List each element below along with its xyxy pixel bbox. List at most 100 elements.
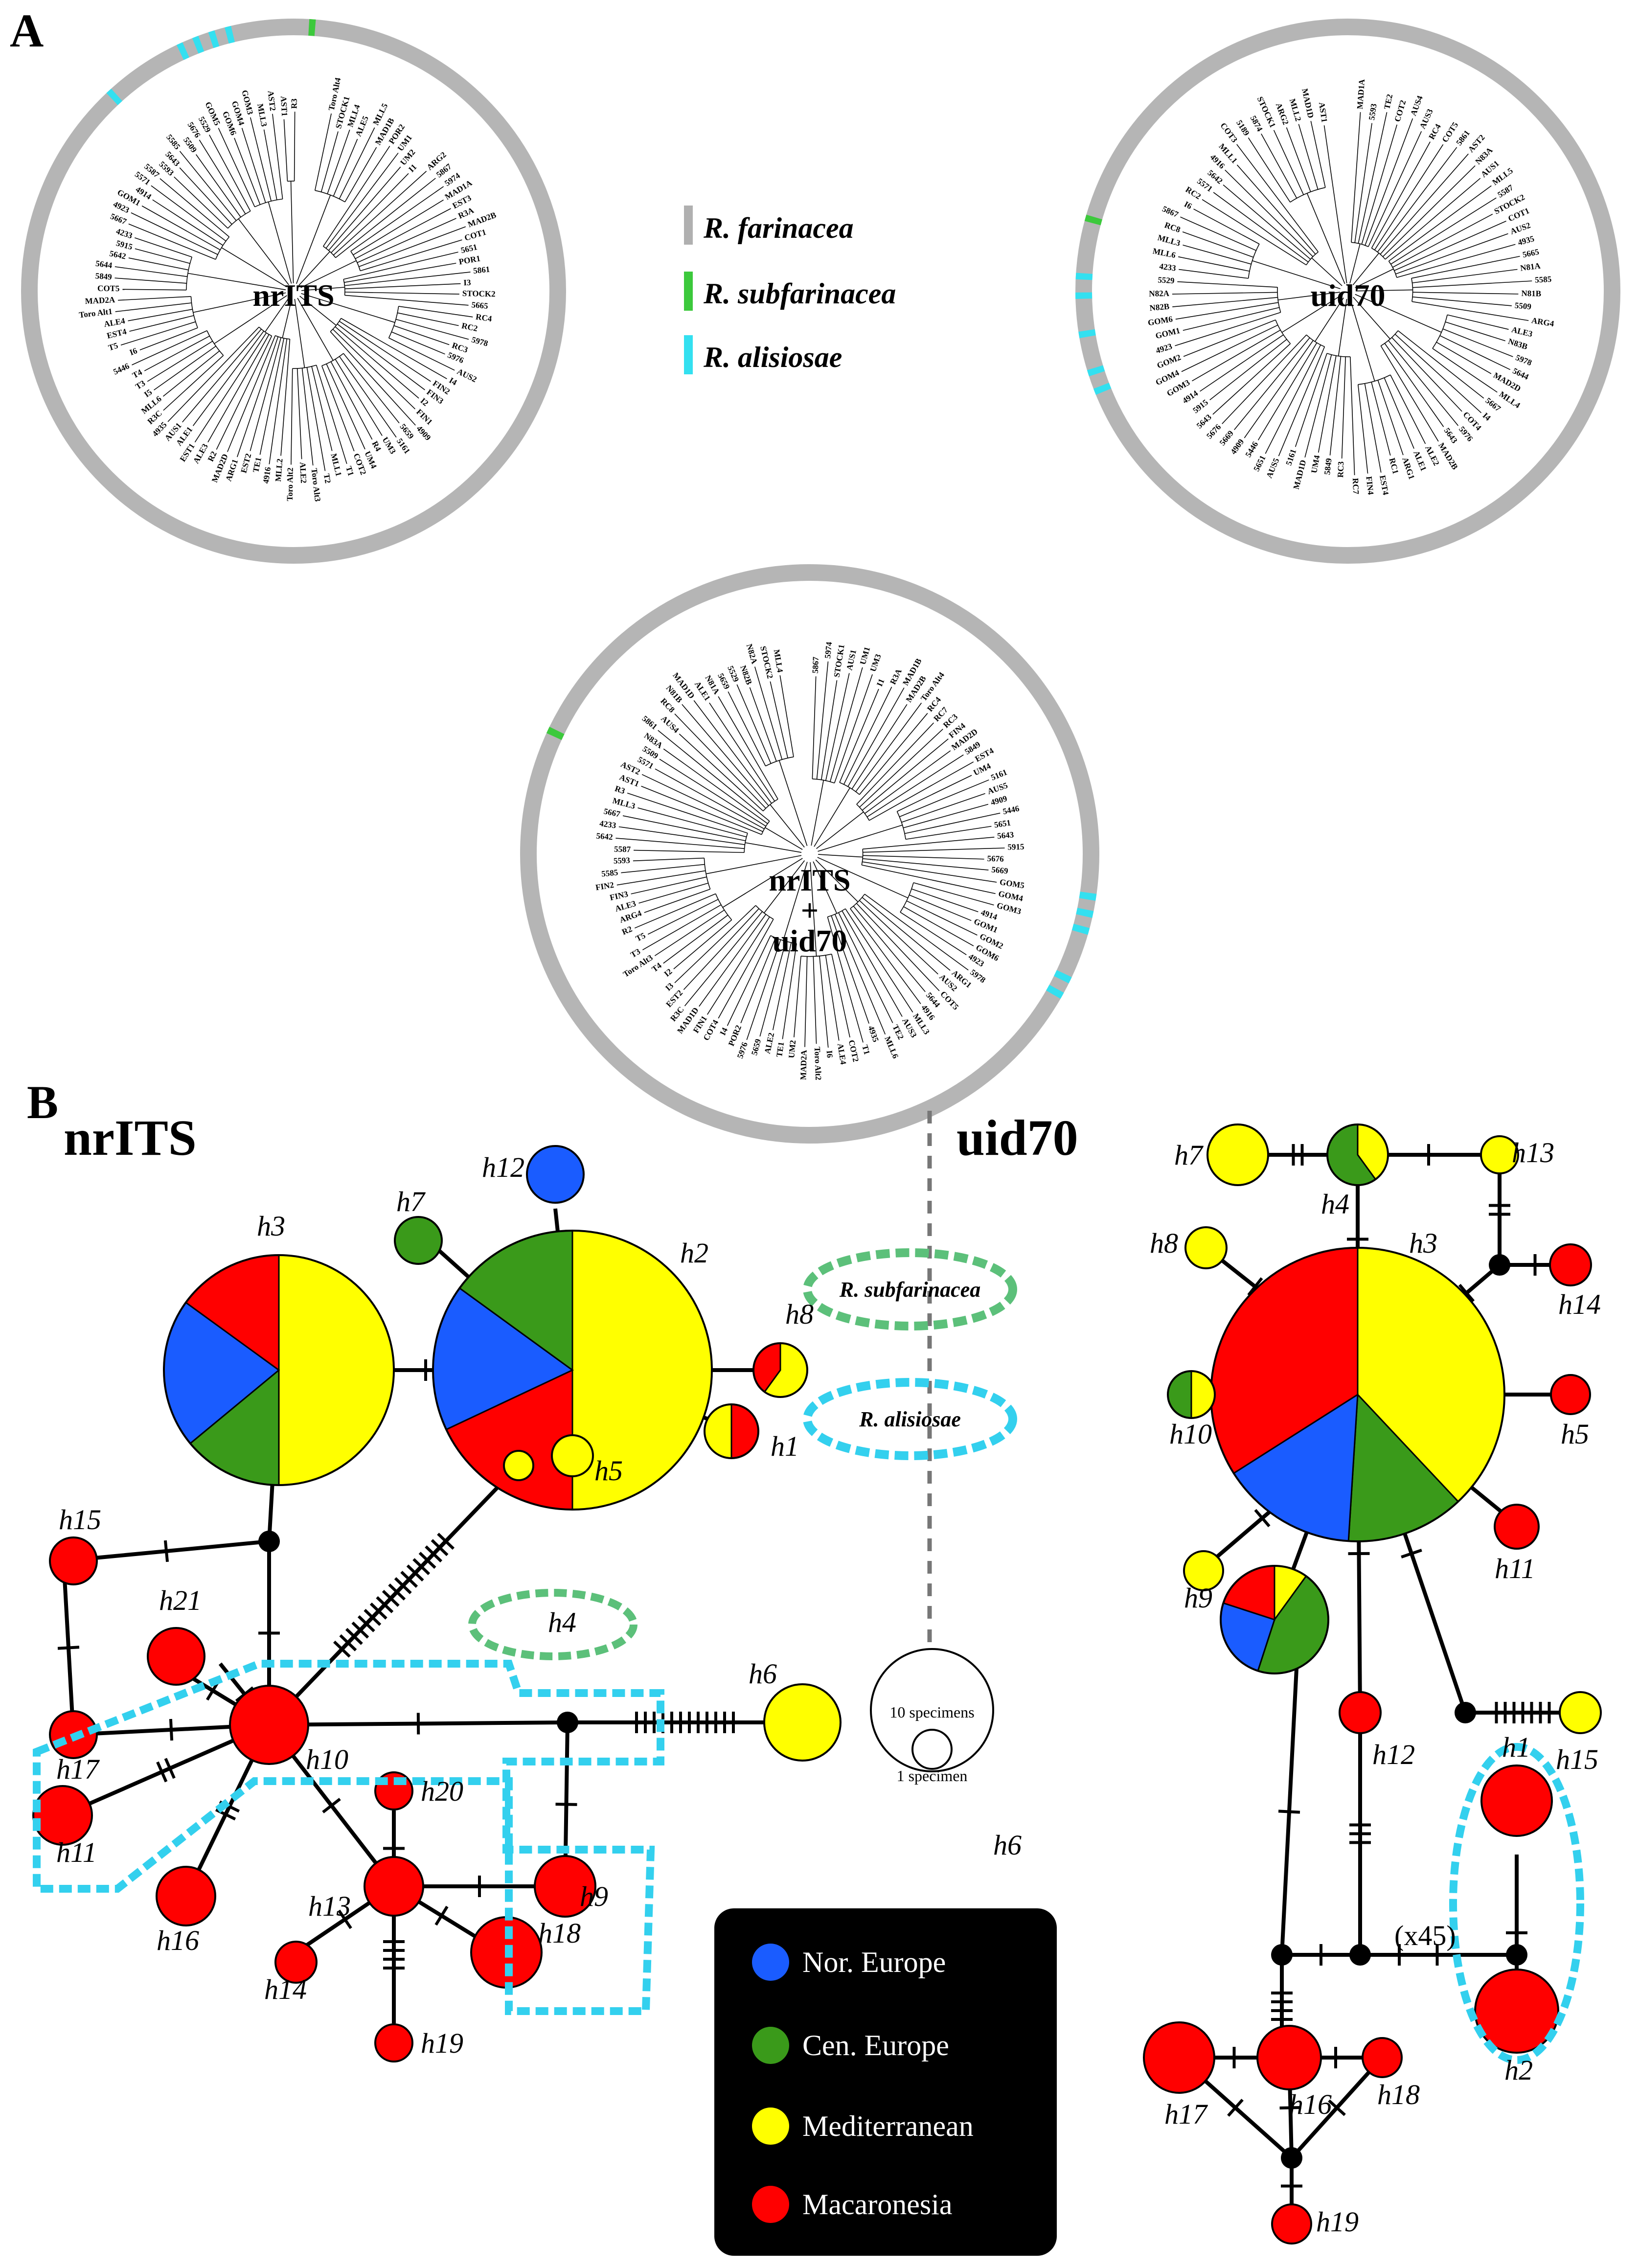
median-vector bbox=[1281, 2147, 1302, 2169]
species-stripe bbox=[1078, 329, 1096, 339]
tree-leaf-label: T1 bbox=[344, 465, 356, 477]
tree-leaf-label: GOM5 bbox=[999, 877, 1025, 890]
tree-leaf-label: COT5 bbox=[97, 284, 120, 293]
haplotype-label: h14 bbox=[1558, 1288, 1601, 1320]
tree-leaf-label: ALE4 bbox=[836, 1043, 848, 1065]
region-legend-box bbox=[714, 1908, 1057, 2256]
tree-leaf-label: 5593 bbox=[613, 855, 630, 865]
haplotype-label: h6 bbox=[749, 1658, 777, 1690]
tree-leaf-label: 5651 bbox=[460, 242, 478, 255]
haplotype-node bbox=[1362, 2037, 1403, 2078]
species-legend: R. farinacea R. subfarinacea R. alisiosa… bbox=[684, 206, 896, 374]
mutation-tick bbox=[434, 1905, 449, 1926]
oval-subfarinacea-label: R. subfarinacea bbox=[839, 1278, 980, 1302]
haplotype-node bbox=[526, 1145, 585, 1204]
tree-leaf-label: GOM6 bbox=[1147, 314, 1173, 327]
tree-leaf-label: ALE3 bbox=[1511, 325, 1534, 339]
median-vector bbox=[557, 1712, 578, 1733]
tree-leaf-label: MLL2 bbox=[1288, 97, 1303, 122]
tree-leaf-label: MLL6 bbox=[1152, 246, 1176, 260]
mutation-tick bbox=[322, 1798, 341, 1813]
tree-leaf-label: AUS5 bbox=[1264, 457, 1281, 480]
species-stripe bbox=[308, 19, 316, 36]
median-vector bbox=[1489, 1254, 1510, 1276]
haplotype-label: h2 bbox=[680, 1237, 708, 1269]
tree-leaf-label: Toro Alt3 bbox=[310, 468, 322, 502]
tree-leaf-label: N82A bbox=[745, 643, 759, 665]
tree-title: + bbox=[801, 893, 819, 928]
tree-leaf-label: RC2 bbox=[1184, 184, 1203, 201]
oval-subfarinacea bbox=[803, 1248, 1017, 1330]
tree-leaf-label: UM4 bbox=[972, 761, 993, 777]
species-stripe bbox=[546, 727, 565, 740]
haplotype-label: h18 bbox=[538, 1917, 581, 1949]
tree-leaf-label: RC3 bbox=[1336, 461, 1345, 478]
mutation-tick bbox=[1328, 2099, 1346, 2116]
tree-leaf-label: 5867 bbox=[811, 656, 820, 673]
mutation-tick bbox=[382, 1590, 400, 1607]
tree-leaf-label: 5976 bbox=[735, 1041, 750, 1059]
species-stripe bbox=[176, 42, 189, 60]
mutation-tick bbox=[333, 1640, 351, 1658]
tree-leaf-label: MLL2 bbox=[273, 458, 285, 482]
mutation-tick bbox=[339, 1634, 357, 1651]
species-ring bbox=[1075, 19, 1620, 564]
tree-leaf-label: RC2 bbox=[461, 321, 478, 333]
tree-leaf-label: AST2 bbox=[266, 90, 277, 112]
haplotype-label: h11 bbox=[56, 1836, 97, 1868]
median-vector bbox=[1455, 1702, 1476, 1723]
species-stripe bbox=[1054, 970, 1072, 984]
region-label-mediterranean: Mediterranean bbox=[802, 2110, 974, 2142]
tree-leaf-label: TE2 bbox=[1382, 93, 1394, 111]
tree-leaf-label: COT1 bbox=[463, 228, 487, 243]
tree-leaf-label: I6 bbox=[128, 346, 138, 357]
haplotype-label: h19 bbox=[421, 2027, 463, 2059]
network-edge bbox=[268, 1464, 520, 1726]
legend-swatch-subfarinacea bbox=[684, 272, 693, 311]
haplotype-node bbox=[1143, 2021, 1215, 2094]
haplotype-label: h13 bbox=[308, 1890, 351, 1922]
tree-leaf-label: T4 bbox=[650, 961, 663, 974]
haplotype-node bbox=[274, 1941, 318, 1984]
haplotype-node bbox=[1339, 1691, 1382, 1734]
tree-leaf-label: T5 bbox=[634, 931, 647, 943]
tree-leaf-label: 5915 bbox=[115, 238, 134, 252]
tree-leaf-label: 5643 bbox=[997, 830, 1014, 841]
tree-leaf-label: GOM3 bbox=[996, 901, 1022, 916]
tree-leaf-label: FIN4 bbox=[1364, 476, 1375, 495]
haplotype-label: h1 bbox=[771, 1430, 799, 1462]
mutation-tick bbox=[351, 1621, 369, 1639]
tree-leaf-label: RC1 bbox=[1388, 457, 1401, 475]
legend-label-subfarinacea: R. subfarinacea bbox=[703, 277, 896, 310]
tree-leaf-label: ARG1 bbox=[1400, 456, 1416, 481]
mutation-tick bbox=[431, 1539, 449, 1557]
tree-leaf-label: 5665 bbox=[1522, 247, 1540, 259]
tree-leaf-label: 5867 bbox=[1161, 204, 1180, 219]
tree-leaf-label: 5585 bbox=[1535, 275, 1552, 285]
species-stripe bbox=[208, 30, 220, 48]
haplotype-node bbox=[364, 1856, 424, 1917]
mutation-tick bbox=[1254, 1509, 1271, 1528]
tree-leaf-label: 5676 bbox=[987, 854, 1004, 864]
tree-leaf-label: ALE2 bbox=[763, 1032, 776, 1054]
tree-leaf-label: 5861 bbox=[473, 265, 490, 276]
tree-leaf-label: MLL3 bbox=[255, 103, 269, 127]
haplotype-node bbox=[1559, 1691, 1602, 1734]
species-stripe bbox=[1087, 365, 1105, 377]
haplotype-label: h4 bbox=[548, 1606, 576, 1638]
haplotype-node bbox=[763, 1683, 842, 1762]
mutation-tick bbox=[1247, 1277, 1263, 1296]
tree-leaf-label: MAD1A bbox=[1355, 78, 1366, 109]
tree-leaf-label: Toro Alt2 bbox=[813, 1047, 823, 1080]
scale-circle-small bbox=[911, 1729, 953, 1770]
tree-leaf-label: 4935 bbox=[866, 1025, 881, 1043]
haplotype-node bbox=[503, 1450, 534, 1481]
legend-label-alisiosae: R. alisiosae bbox=[703, 341, 842, 373]
haplotype-node bbox=[1184, 1226, 1228, 1269]
region-label-central: Cen. Europe bbox=[802, 2029, 949, 2062]
haplotype-label: h12 bbox=[482, 1151, 524, 1183]
scale-circle-large bbox=[870, 1648, 994, 1772]
tree-leaf-label: N81B bbox=[1521, 289, 1541, 298]
species-stripe bbox=[1046, 985, 1064, 999]
